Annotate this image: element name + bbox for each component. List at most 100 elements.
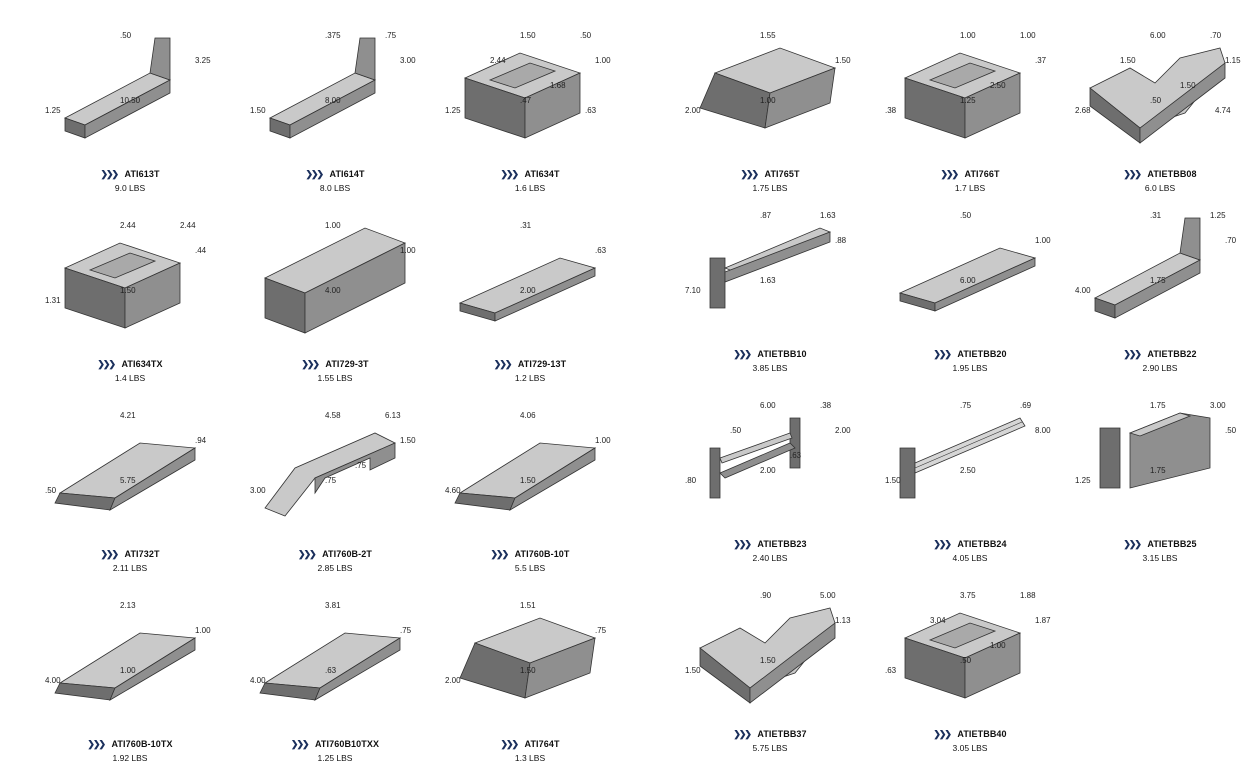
dimension-label: .50 (45, 486, 57, 495)
part-weight: 2.40 LBS (752, 553, 788, 563)
dimension-label: .87 (760, 211, 772, 220)
chevron-arrows-icon: ❯❯❯ (733, 349, 752, 359)
dimension-label: 2.50 (960, 466, 976, 475)
part-weight: 5.75 LBS (752, 743, 788, 753)
dimension-label: .63 (595, 246, 607, 255)
dimension-label: 10.50 (120, 96, 141, 105)
dimension-label: 2.00 (835, 426, 851, 435)
part-weight: 1.55 LBS (317, 373, 353, 383)
part-weight: 1.4 LBS (114, 373, 146, 383)
dimension-label: 1.00 (760, 96, 776, 105)
chevron-arrows-icon: ❯❯❯ (500, 169, 519, 179)
part-weight: 1.3 LBS (514, 753, 546, 763)
chevron-arrows-icon: ❯❯❯ (100, 169, 119, 179)
dimension-label: 2.00 (445, 676, 461, 685)
dimension-label: 8.00 (1035, 426, 1051, 435)
dimension-label: 1.00 (960, 31, 976, 40)
part-code: ATIETBB24 (957, 539, 1007, 549)
part-caption: ❯❯❯ ATI760B10TXX 1.25 LBS (235, 734, 435, 763)
chevron-arrows-icon: ❯❯❯ (305, 169, 324, 179)
dimension-label: 2.44 (180, 221, 196, 230)
part-code: ATIETBB25 (1147, 539, 1197, 549)
dimension-label: .69 (1020, 401, 1032, 410)
dimension-label: 6.13 (385, 411, 401, 420)
part-code: ATI729-3T (325, 359, 369, 369)
chevron-arrows-icon: ❯❯❯ (100, 549, 119, 559)
part-code: ATIETBB40 (957, 729, 1007, 739)
dimension-label: 1.50 (250, 106, 266, 115)
dimension-label: 1.87 (1035, 616, 1051, 625)
part-code: ATIETBB10 (757, 349, 807, 359)
dimension-label: 1.75 (1150, 276, 1166, 285)
dimension-label: 1.25 (1210, 211, 1226, 220)
dimension-label: 1.50 (760, 656, 776, 665)
dimension-label: 1.25 (1075, 476, 1091, 485)
part-code: ATIETBB08 (1147, 169, 1197, 179)
dimension-label: 1.50 (520, 31, 536, 40)
dimension-label: .63 (325, 666, 337, 675)
dimension-label: 1.00 (595, 56, 611, 65)
dimension-label: 4.21 (120, 411, 136, 420)
chevron-arrows-icon: ❯❯❯ (1123, 349, 1142, 359)
chevron-arrows-icon: ❯❯❯ (493, 359, 513, 369)
dimension-label: 2.68 (1075, 106, 1091, 115)
part-code: ATI760B-10TX (111, 739, 173, 749)
dimension-label: 2.44 (490, 56, 506, 65)
dimension-label: 3.25 (195, 56, 211, 65)
dimension-label: 5.00 (820, 591, 836, 600)
dimension-label: 1.50 (520, 476, 536, 485)
dimension-label: 2.44 (120, 221, 136, 230)
chevron-arrows-icon: ❯❯❯ (940, 169, 959, 179)
part-caption: ❯❯❯ ATIETBB24 4.05 LBS (870, 534, 1070, 563)
part-code: ATI729-13T (517, 359, 567, 369)
part-caption: ❯❯❯ ATIETBB23 2.40 LBS (670, 534, 870, 563)
chevron-arrows-icon: ❯❯❯ (500, 739, 519, 749)
dimension-label: 4.00 (1075, 286, 1091, 295)
dimension-label: 6.00 (960, 276, 976, 285)
part-code: ATI765T (764, 169, 800, 179)
part-caption: ❯❯❯ ATI634T 1.6 LBS (430, 164, 630, 193)
dimension-label: .44 (195, 246, 207, 255)
dimension-label: 3.00 (250, 486, 266, 495)
chevron-arrows-icon: ❯❯❯ (933, 349, 952, 359)
dimension-label: 1.25 (45, 106, 61, 115)
dimension-label: 1.55 (760, 31, 776, 40)
dimension-label: .50 (580, 31, 592, 40)
part-caption: ❯❯❯ ATI613T 9.0 LBS (30, 164, 230, 193)
dimension-label: 3.04 (930, 616, 946, 625)
dimension-label: 5.75 (120, 476, 136, 485)
chevron-arrows-icon: ❯❯❯ (933, 539, 952, 549)
part-code: ATI732T (124, 549, 160, 559)
dimension-label: .375 (325, 31, 341, 40)
dimension-label: 4.60 (445, 486, 461, 495)
part-weight: 2.85 LBS (317, 563, 353, 573)
dimension-label: 4.00 (250, 676, 266, 685)
dimension-label: 4.74 (1215, 106, 1231, 115)
part-weight: 1.25 LBS (317, 753, 353, 763)
dimension-label: 1.68 (550, 81, 566, 90)
chevron-arrows-icon: ❯❯❯ (97, 359, 116, 369)
dimension-label: 7.10 (685, 286, 701, 295)
dimension-label: 1.00 (400, 246, 416, 255)
part-caption: ❯❯❯ ATI614T 8.0 LBS (235, 164, 435, 193)
